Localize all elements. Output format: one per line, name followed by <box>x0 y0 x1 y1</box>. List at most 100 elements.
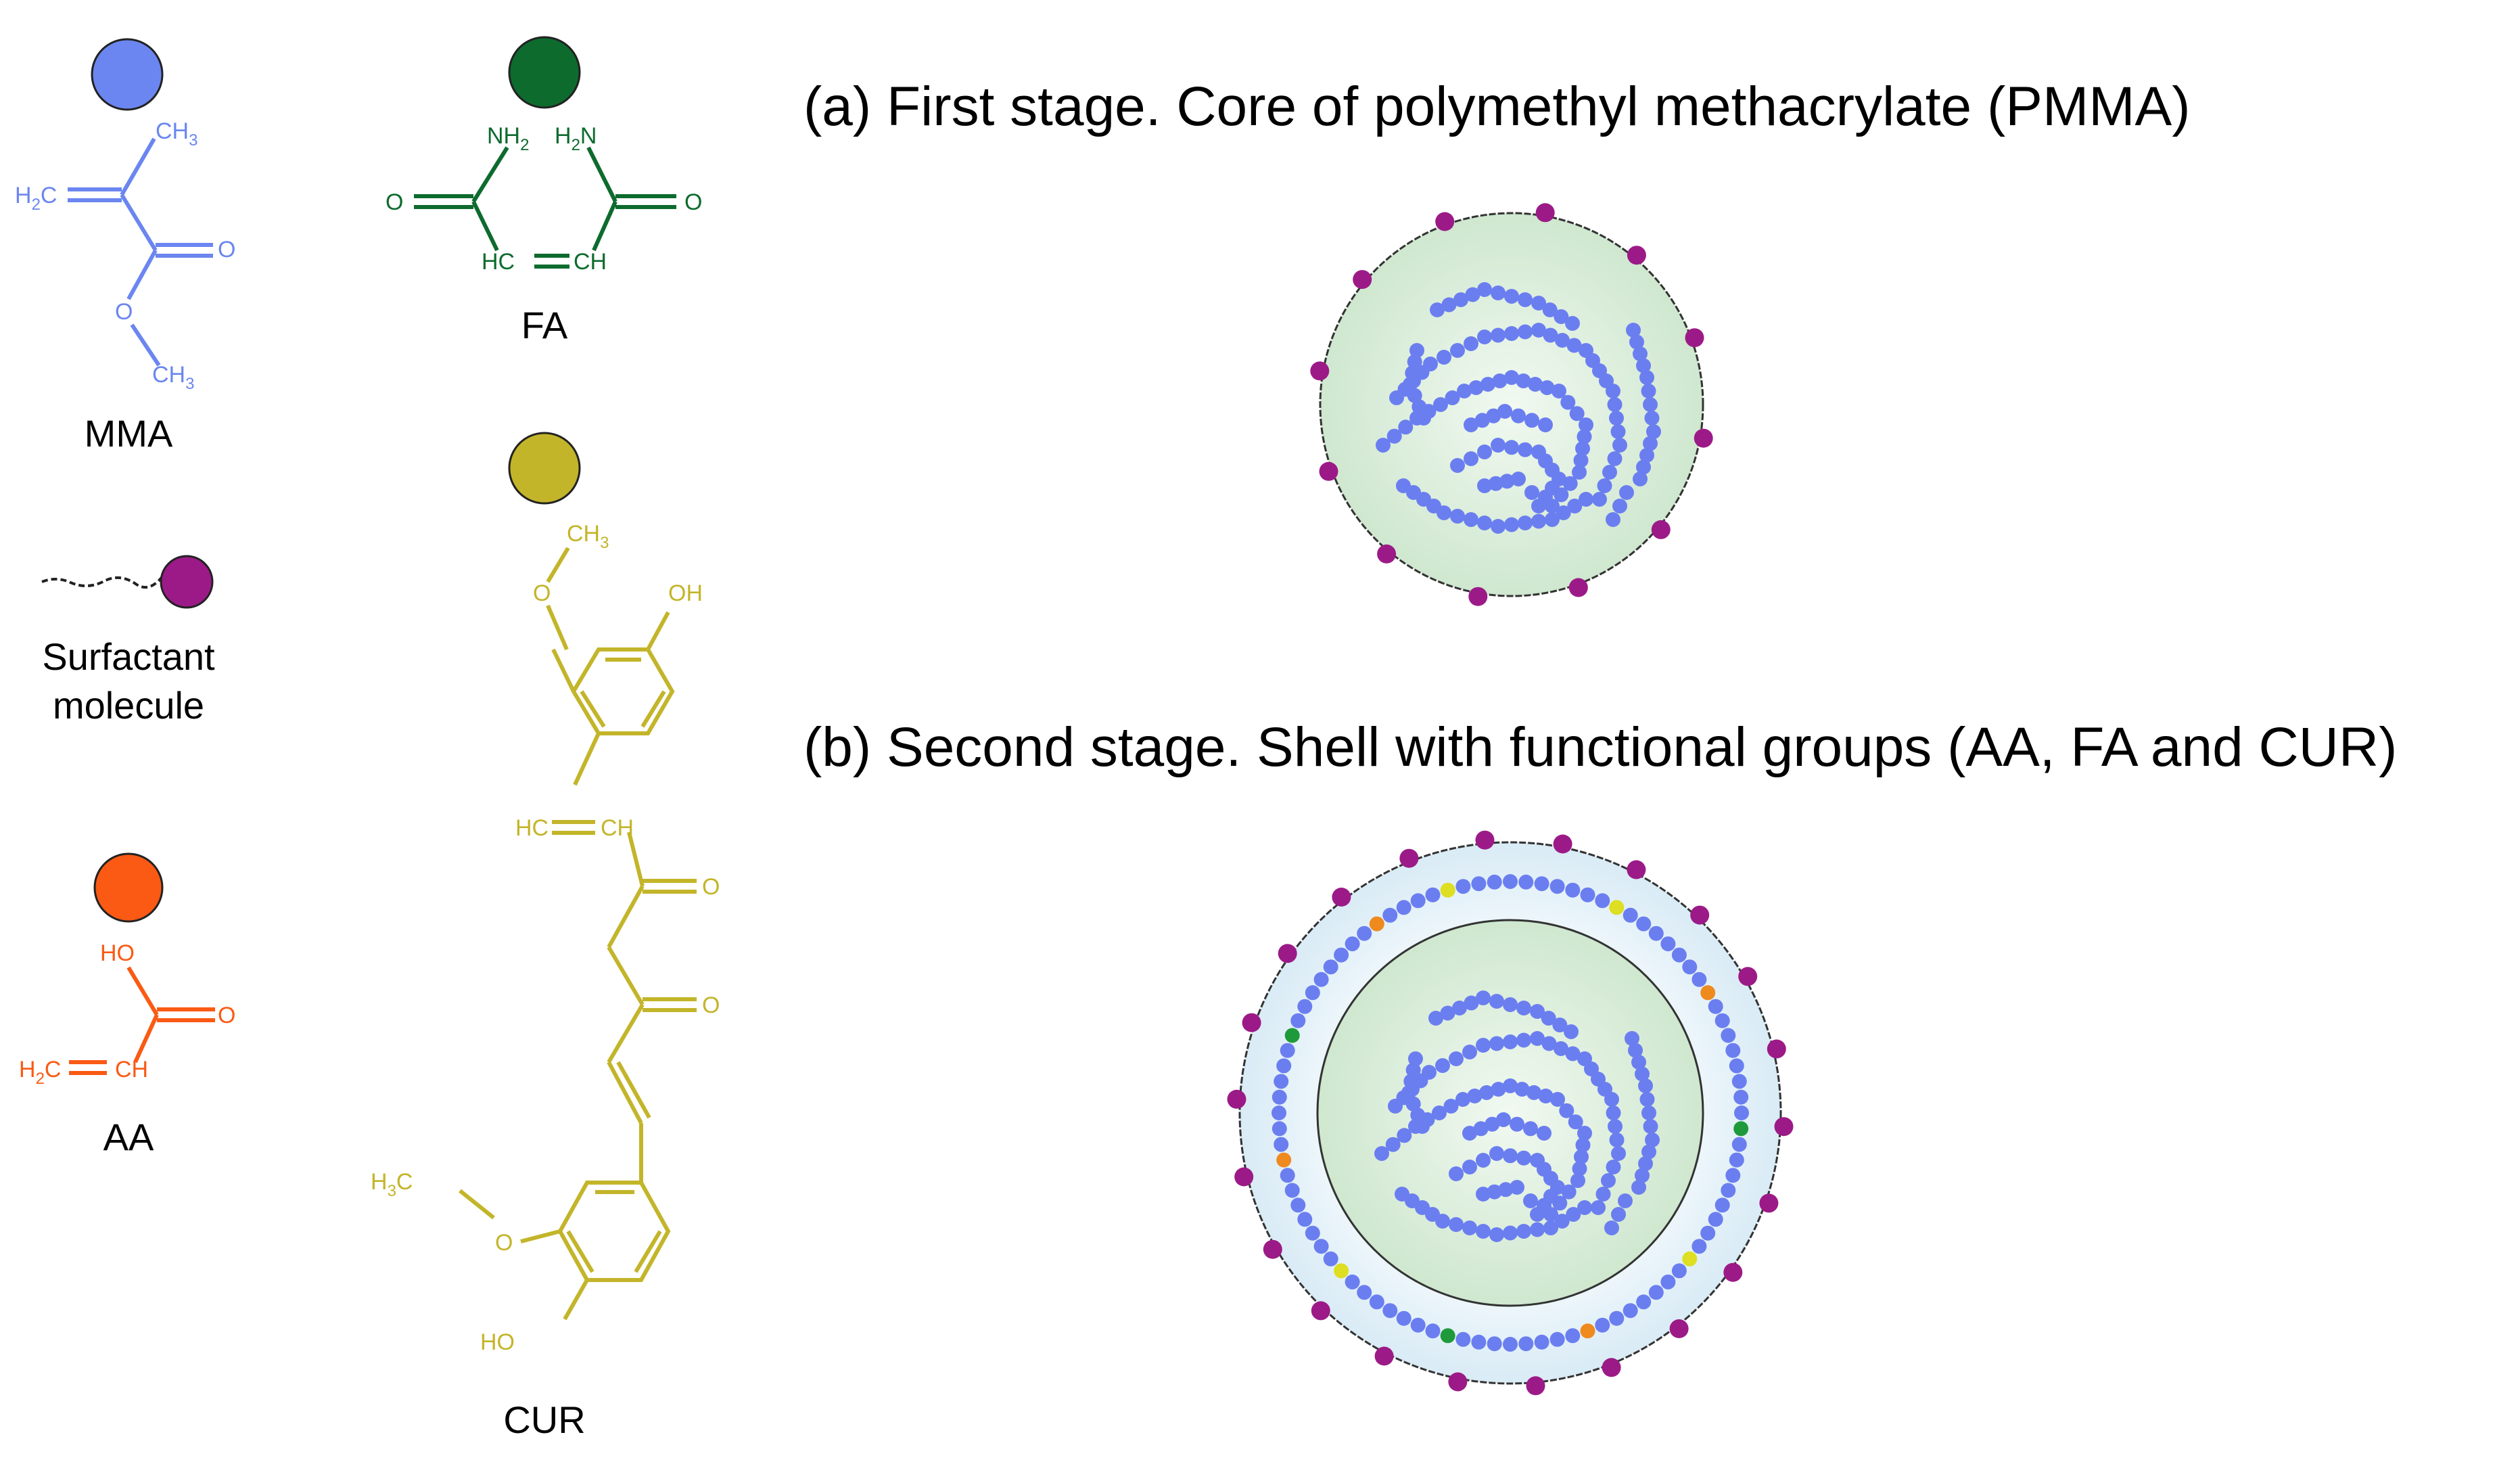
surfactant-head <box>1435 212 1455 231</box>
monomer-bead <box>1476 1224 1491 1239</box>
monomer-bead <box>1639 370 1654 385</box>
monomer-bead <box>1435 1214 1450 1229</box>
particle-core-shell-b <box>1227 830 1794 1396</box>
shell-monomer-bead <box>1595 893 1610 909</box>
monomer-bead <box>1607 397 1623 412</box>
monomer-bead <box>1488 476 1503 491</box>
surfactant-head <box>1468 587 1488 606</box>
shell-monomer-bead <box>1518 874 1534 890</box>
surfactant-head <box>1319 461 1338 481</box>
monomer-bead <box>1626 323 1641 338</box>
svg-text:H2C: H2C <box>15 183 57 214</box>
functional-group-bead <box>1440 1328 1455 1344</box>
monomer-bead <box>1485 1116 1500 1132</box>
surfactant-tail <box>41 570 168 589</box>
monomer-bead <box>1612 499 1627 513</box>
monomer-bead <box>1636 459 1651 475</box>
monomer-bead <box>1510 1116 1524 1132</box>
monomer-bead <box>1531 499 1546 513</box>
functional-group-bead <box>1440 882 1455 898</box>
monomer-bead <box>1633 346 1648 361</box>
monomer-bead <box>1403 377 1418 392</box>
monomer-bead <box>1560 394 1576 410</box>
shell-monomer-bead <box>1714 1013 1730 1028</box>
monomer-bead <box>1641 1144 1656 1160</box>
surfactant-head <box>1374 1346 1394 1366</box>
shell-monomer-bead <box>1725 1043 1741 1058</box>
monomer-bead <box>1554 309 1569 324</box>
surfactant-head <box>1774 1117 1794 1137</box>
monomer-bead <box>1643 1119 1658 1134</box>
svg-text:O: O <box>684 189 702 215</box>
monomer-bead <box>1492 373 1508 388</box>
surfactant-head <box>1627 860 1646 880</box>
functional-group-bead <box>1276 1152 1292 1168</box>
fa-atoms: NH2 H2N O O HC CH <box>386 123 702 275</box>
shell-monomer-bead <box>1595 1317 1610 1333</box>
monomer-bead <box>1565 1046 1581 1061</box>
core-a-sphere <box>1319 212 1704 597</box>
monomer-bead <box>1464 417 1478 432</box>
monomer-bead <box>1464 512 1478 527</box>
shell-monomer-bead <box>1345 1274 1360 1289</box>
monomer-bead <box>1449 1051 1464 1066</box>
core-b-sphere <box>1316 919 1704 1307</box>
mma-circle <box>91 38 164 111</box>
monomer-bead <box>1496 1112 1511 1127</box>
monomer-bead <box>1591 1200 1606 1215</box>
svg-text:CH: CH <box>601 815 634 841</box>
monomer-bead <box>1422 1065 1437 1080</box>
shell-monomer-bead <box>1729 1152 1744 1168</box>
monomer-bead <box>1430 302 1445 317</box>
stage-b-title: (b) Second stage. Shell with functional … <box>803 716 2397 778</box>
fa-label: FA <box>521 304 568 346</box>
shell-monomer-bead <box>1305 1225 1320 1241</box>
shell-monomer-bead <box>1660 936 1676 952</box>
monomer-bead <box>1554 1214 1570 1229</box>
monomer-bead <box>1579 492 1593 507</box>
monomer-bead <box>1516 1224 1531 1239</box>
surfactant-head <box>1227 1089 1246 1109</box>
monomer-bead <box>1405 1062 1421 1078</box>
monomer-bead <box>1464 451 1478 466</box>
surfactant-head <box>1685 328 1704 348</box>
monomer-bead <box>1518 442 1533 457</box>
svg-text:CH3: CH3 <box>152 362 194 393</box>
monomer-bead <box>1449 1217 1464 1232</box>
stage-a-title: (a) First stage. Core of polymethyl meth… <box>803 76 2191 137</box>
shell-monomer-bead <box>1357 1285 1372 1300</box>
shell-monomer-bead <box>1671 947 1687 963</box>
monomer-bead <box>1644 411 1660 426</box>
shell-monomer-bead <box>1345 936 1360 952</box>
shell-monomer-bead <box>1471 876 1487 892</box>
monomer-bead <box>1646 424 1661 439</box>
aa-circle <box>93 852 164 923</box>
monomer-bead <box>1556 505 1571 520</box>
particle-core-a <box>1310 203 1713 606</box>
monomer-bead <box>1476 1153 1491 1168</box>
shell-monomer-bead <box>1636 916 1652 932</box>
shell-monomer-bead <box>1297 1212 1313 1227</box>
monomer-bead <box>1523 1193 1538 1208</box>
shell-monomer-bead <box>1410 1317 1426 1333</box>
monomer-bead <box>1526 1085 1541 1100</box>
monomer-bead <box>1464 995 1479 1011</box>
monomer-bead <box>1643 397 1658 412</box>
monomer-bead <box>1611 1146 1626 1161</box>
monomer-bead <box>1504 289 1519 304</box>
monomer-bead <box>1491 327 1506 343</box>
monomer-bead <box>1467 1089 1483 1103</box>
monomer-bead <box>1409 343 1424 358</box>
monomer-bead <box>1473 1121 1489 1137</box>
shell-monomer-bead <box>1297 999 1313 1014</box>
monomer-bead <box>1511 472 1526 486</box>
monomer-bead <box>1440 1005 1455 1021</box>
shell-monomer-bead <box>1396 1310 1411 1326</box>
surfactant-head <box>1475 830 1495 850</box>
monomer-bead <box>1480 377 1495 392</box>
shell-monomer-bead <box>1731 1137 1747 1152</box>
legend-fa: NH2 H2N O O HC CH FA <box>386 36 702 346</box>
monomer-bead <box>1477 478 1492 493</box>
surfactant-head <box>1723 1262 1743 1282</box>
